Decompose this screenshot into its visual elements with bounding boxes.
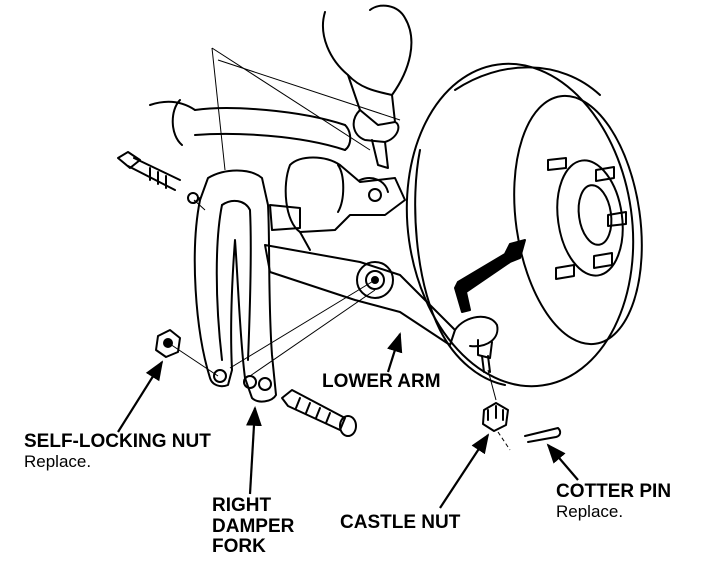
self-locking-nut-title: SELF-LOCKING NUT [24, 431, 211, 452]
label-self-locking-nut: SELF-LOCKING NUT Replace. [24, 431, 211, 471]
lever-tool [454, 239, 526, 313]
lower-arm-title: LOWER ARM [322, 371, 441, 392]
arrow-cotter-pin [546, 443, 579, 481]
cotter-pin-title: COTTER PIN [556, 481, 672, 502]
strut-assembly [322, 4, 413, 169]
label-lower-arm: LOWER ARM [322, 371, 441, 393]
castle-nut-part [482, 402, 509, 432]
steering-knuckle [269, 156, 406, 233]
castle-nut-title: CASTLE NUT [340, 512, 461, 533]
self-locking-nut-part [155, 329, 181, 358]
brake-disc [405, 62, 643, 388]
label-cotter-pin: COTTER PIN Replace. [556, 481, 672, 521]
drive-shaft [149, 99, 352, 151]
damper-fork-line3: FORK [212, 536, 266, 558]
lower-arm [264, 231, 456, 346]
leader-arrows [117, 332, 579, 509]
label-right-damper-fork: RIGHT DAMPER FORK [212, 495, 295, 558]
arrow-self-locking-nut [117, 360, 164, 433]
arrow-damper-fork [246, 406, 262, 495]
pinch-bolt [117, 151, 199, 204]
label-castle-nut: CASTLE NUT [340, 512, 461, 534]
damper-fork-bolt [281, 389, 357, 437]
arrow-castle-nut [439, 433, 490, 509]
arrow-lower-arm [386, 332, 403, 373]
cotter-pin-note: Replace. [556, 501, 624, 521]
phantom-lines [169, 47, 511, 451]
cotter-pin-part [524, 427, 562, 443]
ball-joint [454, 315, 499, 373]
damper-fork-line2: DAMPER [212, 515, 295, 537]
self-locking-nut-note: Replace. [24, 451, 92, 471]
damper-fork-line1: RIGHT [212, 495, 272, 516]
